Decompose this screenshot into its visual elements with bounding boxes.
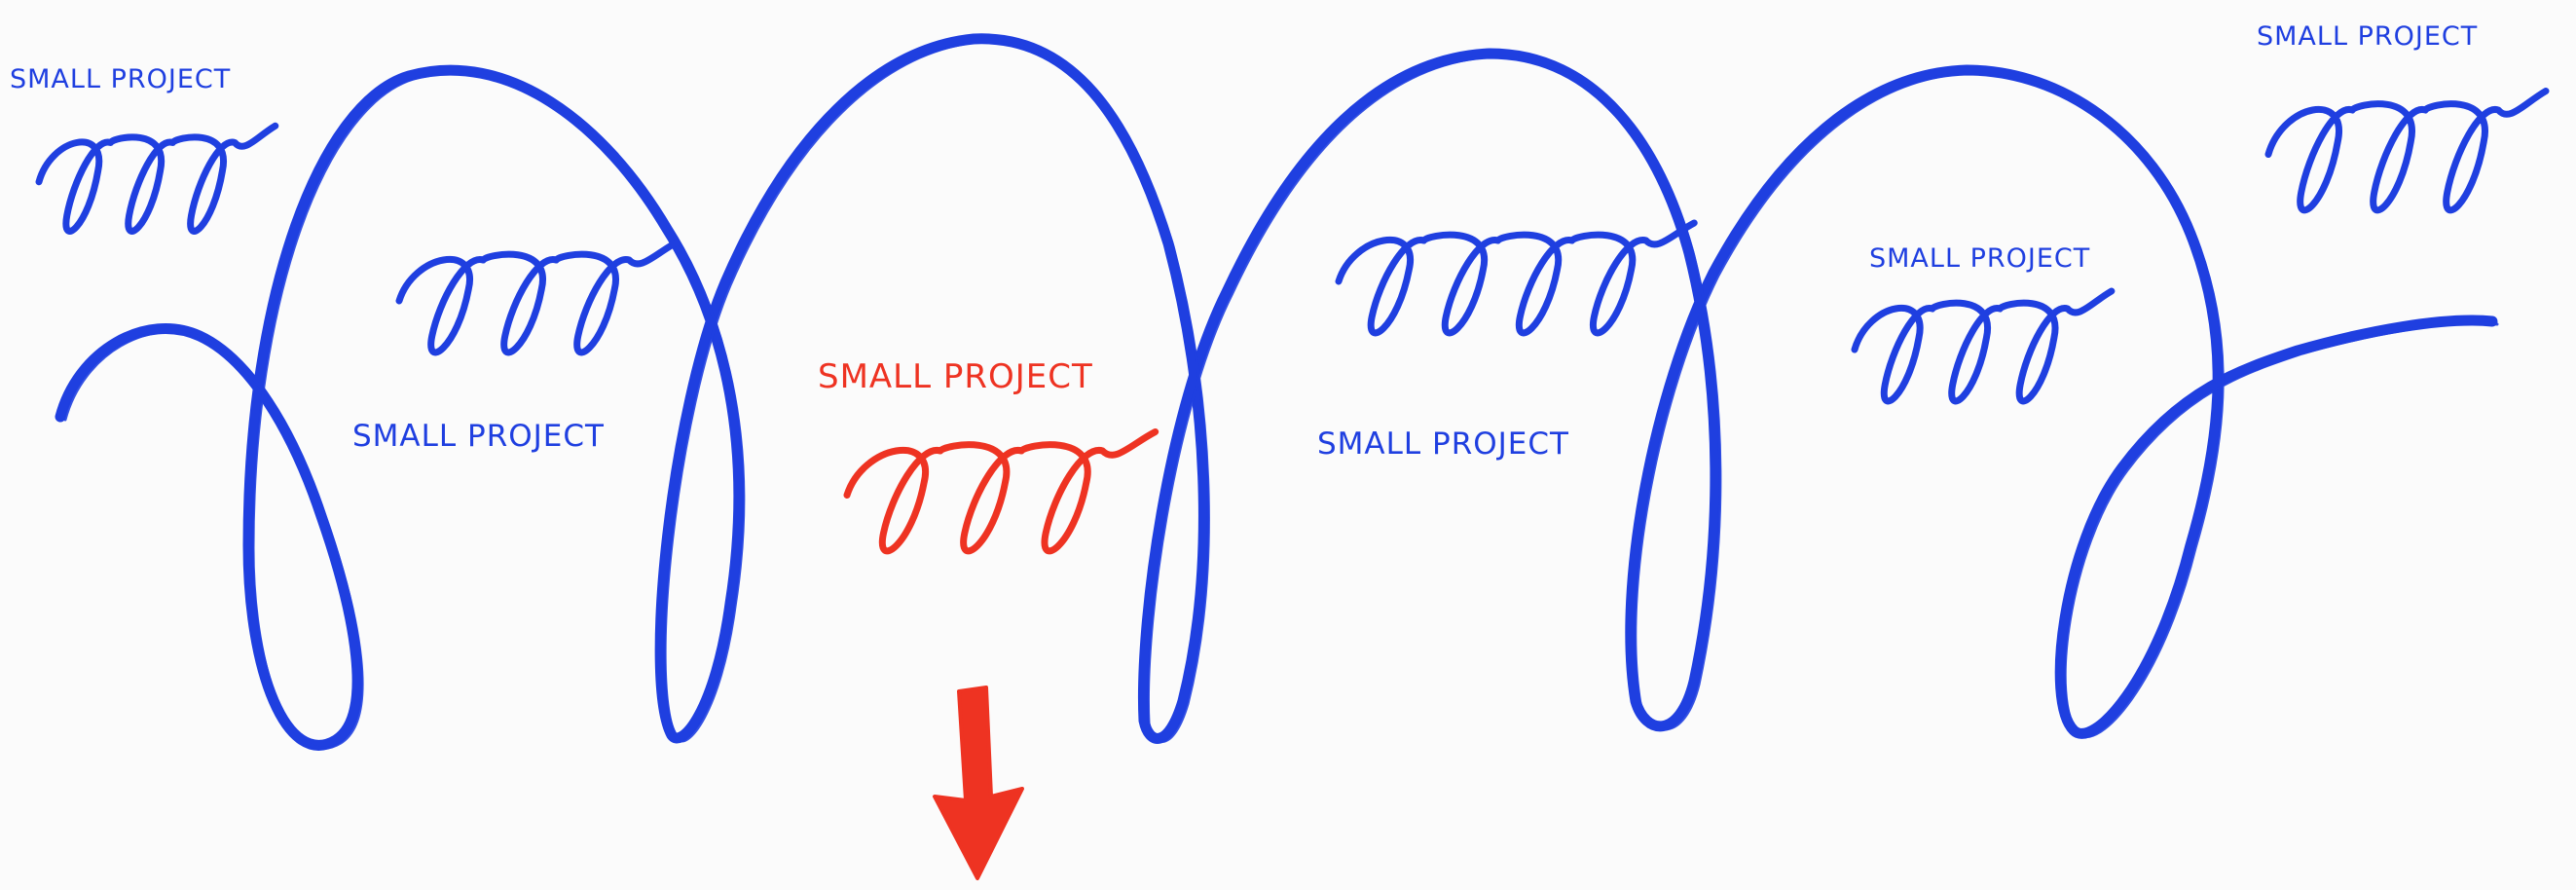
small-project-label: SMALL PROJECT: [1869, 243, 2090, 274]
small-project-coil-highlighted: [847, 432, 1156, 551]
small-project-label: SMALL PROJECT: [352, 419, 605, 454]
small-project-label: SMALL PROJECT: [2257, 21, 2478, 52]
big-coil-spring: [60, 39, 2497, 749]
small-project-coil: [39, 126, 276, 231]
small-coils-group: [39, 92, 2546, 551]
small-project-coil: [2268, 92, 2546, 210]
small-project-label: SMALL PROJECT: [818, 357, 1093, 396]
small-project-label: SMALL PROJECT: [10, 64, 231, 94]
down-arrow-icon: [935, 687, 1022, 878]
big-coil-stroke: [60, 39, 2492, 746]
arrow-layer: [935, 687, 1022, 878]
small-project-coil: [1855, 291, 2112, 401]
small-project-coil: [399, 242, 677, 352]
small-project-label: SMALL PROJECT: [1317, 426, 1569, 462]
small-project-coil: [1339, 223, 1694, 333]
